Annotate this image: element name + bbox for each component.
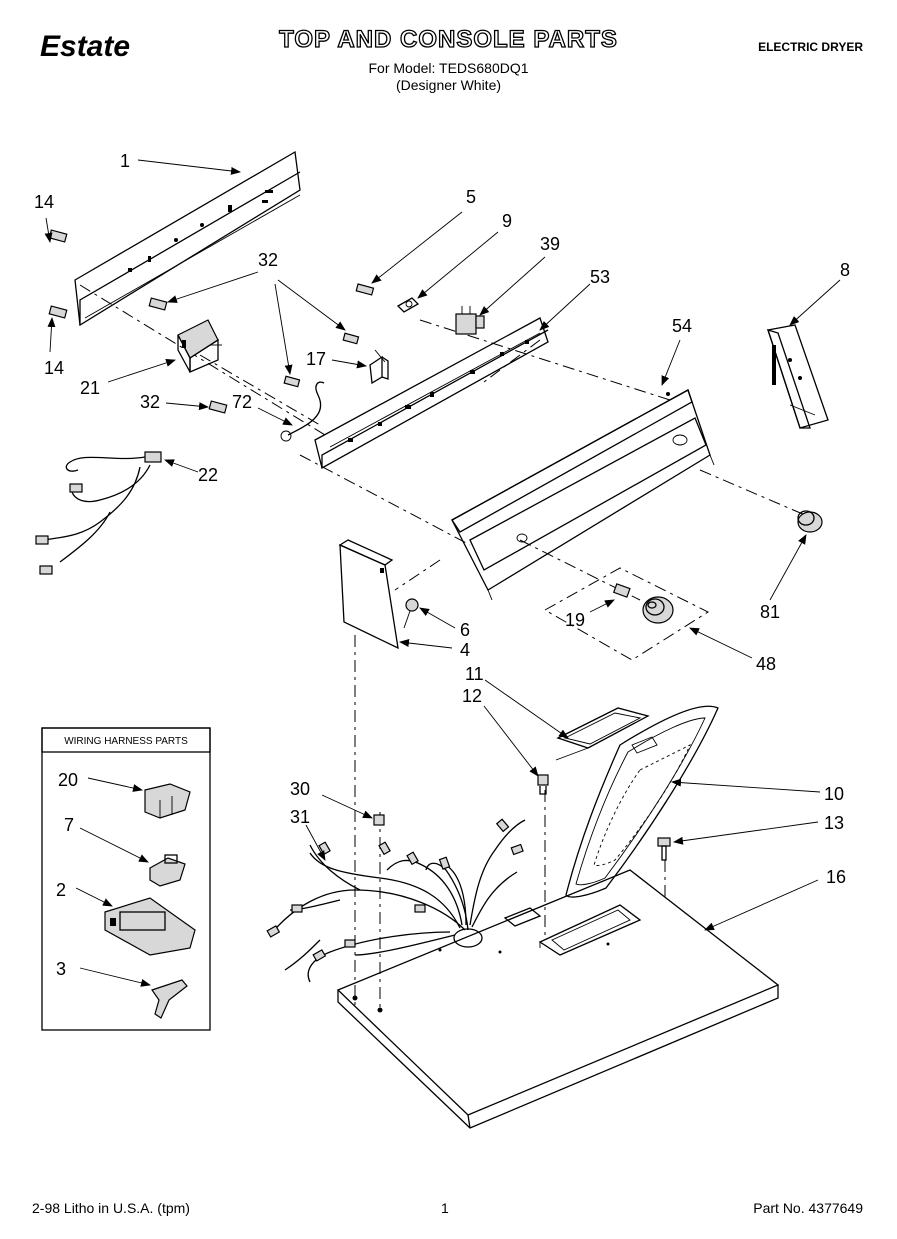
wiring-harness-box: WIRING HARNESS PARTS xyxy=(41,727,211,1031)
part-label: 1 xyxy=(120,151,130,171)
page-title: TOP AND CONSOLE PARTS xyxy=(278,25,618,53)
part-label: 81 xyxy=(760,602,780,622)
part-label: 21 xyxy=(80,378,100,398)
part-label: 32 xyxy=(140,392,160,412)
part-label: 54 xyxy=(672,316,692,336)
assembly-guide-lines xyxy=(79,284,806,1010)
part-5-screw xyxy=(355,283,375,296)
part-72-wire xyxy=(280,381,325,442)
part-label: 22 xyxy=(198,465,218,485)
part-label: 8 xyxy=(840,260,850,280)
part-31-main-harness xyxy=(266,818,526,983)
part-14-screw-lower xyxy=(48,305,68,319)
part-14-screw-upper xyxy=(48,229,68,243)
part-label: 12 xyxy=(462,686,482,706)
part-12-screw xyxy=(537,774,549,795)
part-8-end-cap xyxy=(766,324,829,429)
part-label: 16 xyxy=(826,867,846,887)
part-label: 20 xyxy=(58,770,78,790)
footer-litho: 2-98 Litho in U.S.A. (tpm) xyxy=(32,1200,190,1216)
part-label: 14 xyxy=(34,192,54,212)
leader-arrows xyxy=(44,159,841,987)
part-6-screw xyxy=(403,598,419,629)
footer-page-number: 1 xyxy=(441,1200,449,1216)
part-39-switch xyxy=(455,306,485,335)
part-label: 14 xyxy=(44,358,64,378)
part-label: 2 xyxy=(56,880,66,900)
part-32-screw-b xyxy=(342,332,360,345)
part-11-lint-cover xyxy=(555,707,650,761)
part-17-bracket xyxy=(369,349,389,385)
part-16-top-panel xyxy=(336,869,780,1129)
part-48-knob-assembly xyxy=(642,596,674,624)
designer-line: (Designer White) xyxy=(395,77,502,93)
part-21-timer xyxy=(177,319,222,373)
part-label: 11 xyxy=(465,664,484,684)
part-label: 6 xyxy=(460,620,470,640)
part-7-connector xyxy=(149,854,186,887)
part-54-console xyxy=(451,389,715,601)
wiring-box-title: WIRING HARNESS PARTS xyxy=(64,736,188,747)
part-label: 39 xyxy=(540,234,560,254)
part-label: 3 xyxy=(56,959,66,979)
part-3-clip xyxy=(151,979,188,1019)
part-81-knob xyxy=(797,510,823,533)
part-label: 48 xyxy=(756,654,776,674)
part-13-screw xyxy=(657,837,671,861)
part-2-terminal-block xyxy=(104,897,196,956)
part-label: 10 xyxy=(824,784,844,804)
part-label: 5 xyxy=(466,187,476,207)
part-label: 53 xyxy=(590,267,610,287)
part-30-clip xyxy=(373,814,385,826)
part-20-connector xyxy=(144,783,191,819)
part-32-screw-d xyxy=(283,375,301,388)
part-53-control-bracket xyxy=(314,317,549,469)
part-label: 4 xyxy=(460,640,470,660)
part-label: 72 xyxy=(232,392,252,412)
part-label: 17 xyxy=(306,349,326,369)
part-number-labels: 1 14 14 5 9 39 53 32 17 21 32 72 22 8 54… xyxy=(34,151,850,979)
part-32-screw-a xyxy=(148,297,168,311)
appliance-type: ELECTRIC DRYER xyxy=(758,40,863,54)
part-label: 31 xyxy=(290,807,310,827)
part-label: 19 xyxy=(565,610,585,630)
part-label: 13 xyxy=(824,813,844,833)
part-10-lint-screen xyxy=(565,705,719,898)
part-19-spring xyxy=(612,583,631,598)
part-label: 32 xyxy=(258,250,278,270)
brand-logo: Estate xyxy=(40,30,131,63)
part-label: 9 xyxy=(502,211,512,231)
part-9-clip xyxy=(396,297,420,313)
part-label: 7 xyxy=(64,815,74,835)
footer-part-number: Part No. 4377649 xyxy=(753,1200,863,1216)
part-1-rear-panel xyxy=(74,150,301,327)
part-label: 30 xyxy=(290,779,310,799)
part-22-wire-harness xyxy=(35,451,162,575)
part-4-side-plate xyxy=(338,539,399,650)
model-line: For Model: TEDS680DQ1 xyxy=(368,60,529,76)
part-32-screw-c xyxy=(208,400,228,414)
